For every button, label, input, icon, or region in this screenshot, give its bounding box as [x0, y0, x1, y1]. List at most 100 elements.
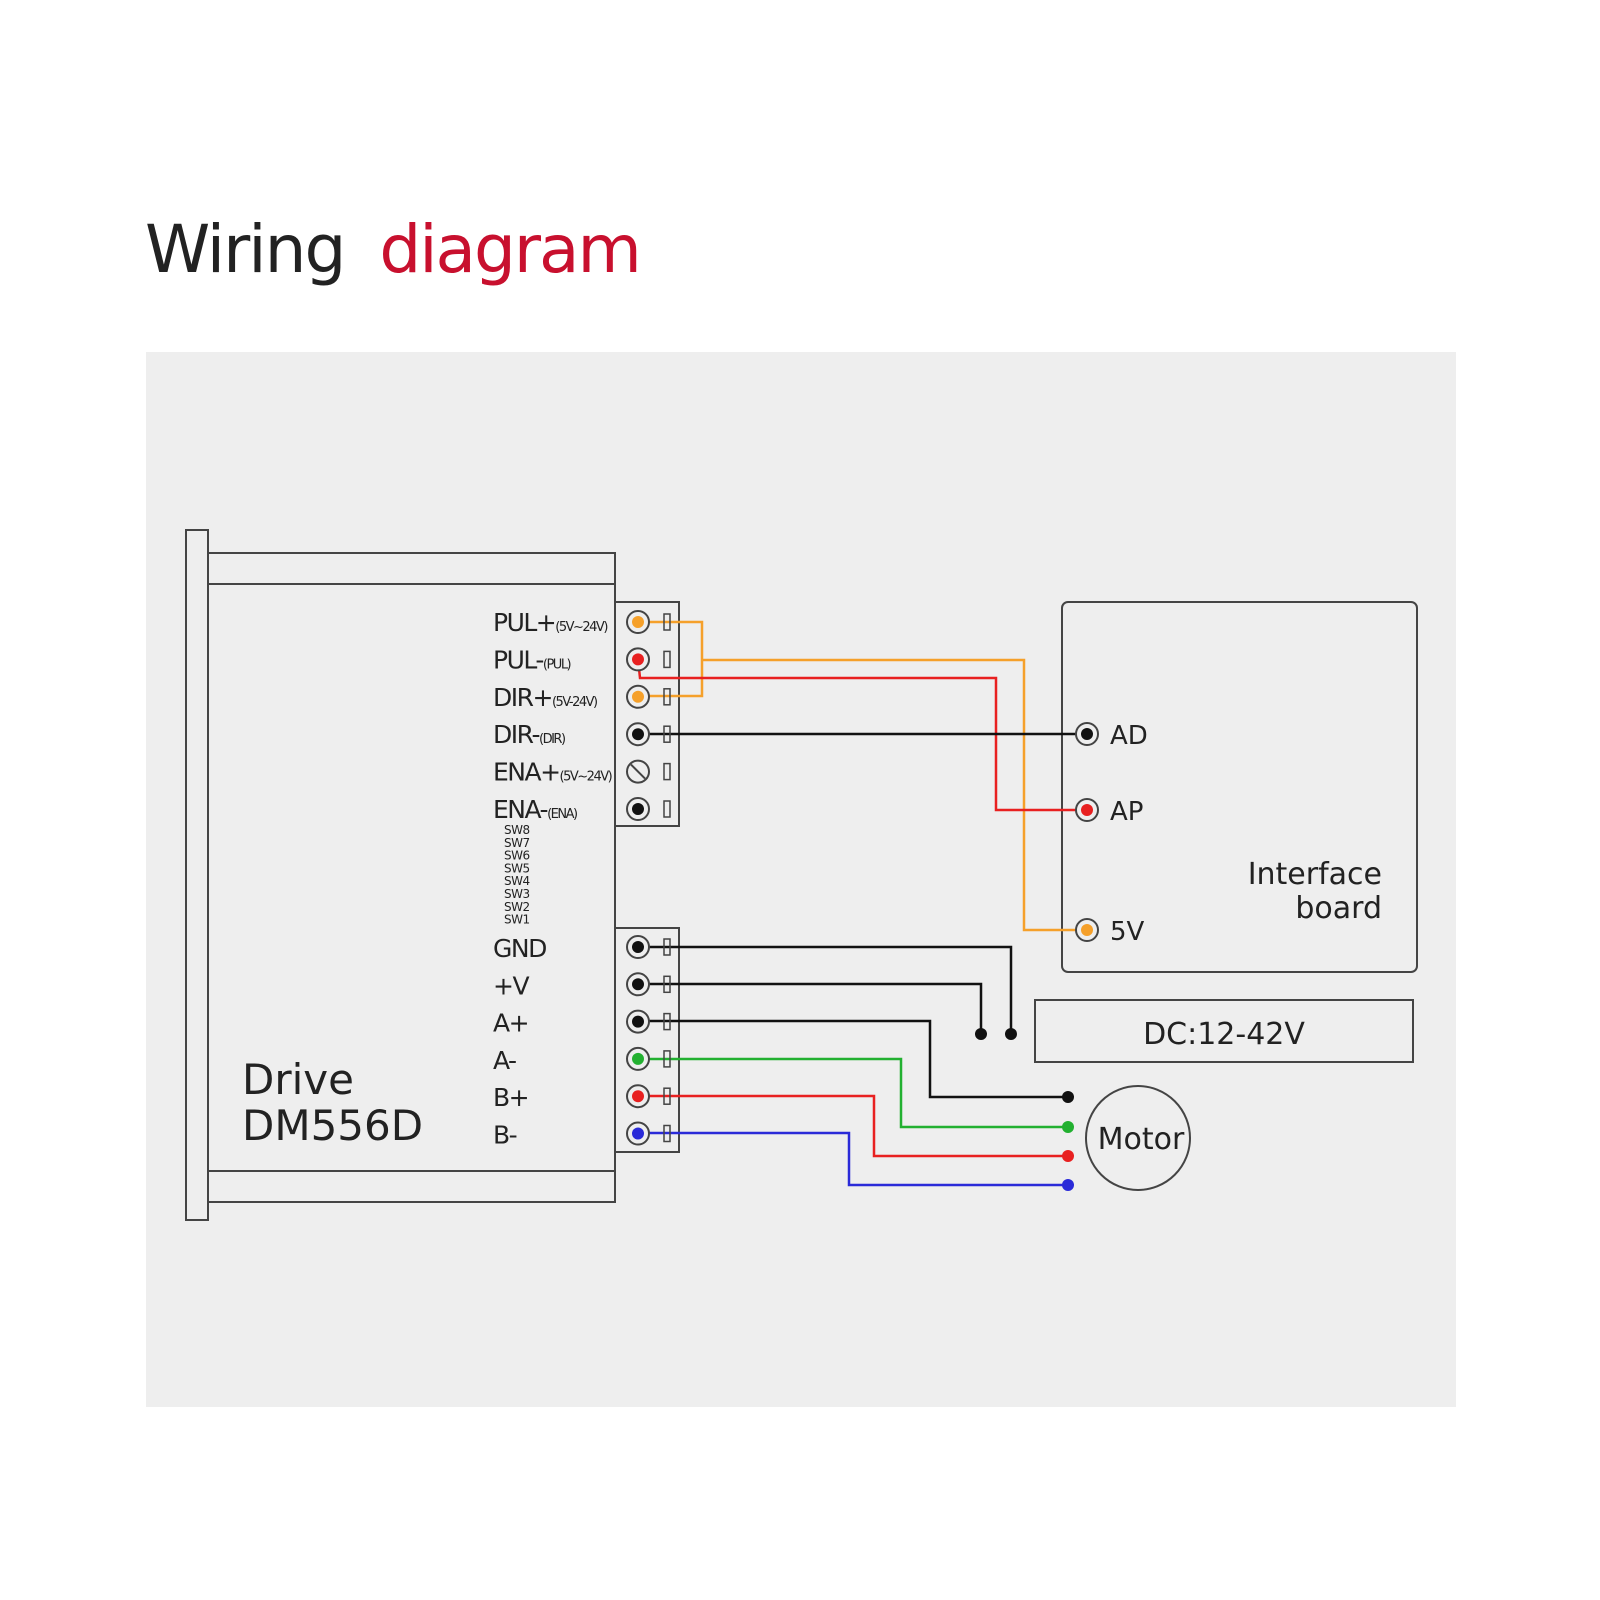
- power-terminal-latch-2: [663, 1012, 671, 1031]
- wire-gnd: [638, 945, 1013, 1034]
- dip-switch-label: SW4: [504, 874, 530, 888]
- power-terminal-latch-1: [663, 975, 671, 994]
- power-terminal-screw-1: [626, 972, 650, 997]
- power-terminal-screw-4: [626, 1084, 650, 1109]
- power-terminal-label: A-: [493, 1046, 516, 1075]
- wire-b-plus: [638, 1094, 1068, 1158]
- wire-end-dots: [975, 1028, 1074, 1191]
- wire-vplus: [638, 982, 983, 1034]
- signal-terminal-sub: (5V~24V): [555, 620, 607, 635]
- power-terminal-label: GND: [493, 934, 546, 963]
- signal-terminal-sub: (ENA): [547, 807, 577, 822]
- terminal-screw-pulplus-wire-dot: [632, 616, 644, 628]
- dot-motor-b-minus: [1062, 1179, 1074, 1191]
- signal-terminal-label: DIR+(5V-24V): [493, 683, 597, 712]
- title-word-wiring: Wiring: [145, 211, 344, 288]
- signal-terminal-label: ENA-(ENA): [493, 795, 577, 824]
- dip-switch-label: SW2: [504, 900, 530, 914]
- interface-board-label-line2: board: [1295, 891, 1382, 926]
- power-terminal-latch-3: [663, 1050, 671, 1068]
- signal-terminal-sub: (DIR): [539, 732, 565, 747]
- terminal-screw-pulminus-wire-dot: [632, 653, 644, 666]
- power-terminal-screw-4-wire-dot: [632, 1090, 644, 1103]
- power-terminal-screw-3-wire-dot: [632, 1052, 644, 1065]
- page-title: Wiring diagram: [145, 211, 640, 288]
- dip-switch-label: SW8: [504, 823, 530, 837]
- terminal-screw-dirminus: [626, 722, 650, 747]
- terminal-latch-5: [663, 800, 671, 818]
- power-terminal-screw-2-wire-dot: [632, 1015, 644, 1028]
- signal-terminal-label: ENA+(5V~24V): [493, 758, 612, 787]
- terminal-screw-dirminus-wire-dot: [632, 728, 644, 741]
- power-terminal-block: [614, 927, 680, 1153]
- dot-motor-a-plus: [1062, 1091, 1074, 1103]
- interface-ports: AD AP 5V: [1075, 721, 1148, 947]
- signal-terminal-sub: (5V-24V): [552, 695, 597, 710]
- dip-switch-label: SW6: [504, 849, 530, 863]
- drive-unit: [185, 529, 680, 1221]
- interface-port-ap: [1075, 798, 1099, 822]
- terminal-screw-pulminus: [626, 647, 650, 672]
- power-supply-label: DC:12-42V: [1143, 1017, 1305, 1052]
- power-terminal-label: B-: [493, 1121, 517, 1150]
- interface-board-label-line1: Interface: [1248, 857, 1382, 892]
- terminal-screw-dirplus-wire-dot: [632, 690, 644, 703]
- dip-switch-label: SW7: [504, 836, 530, 850]
- power-terminal-screw-3: [626, 1046, 650, 1071]
- terminal-latch-3: [663, 725, 671, 743]
- interface-port-label: 5V: [1110, 917, 1145, 947]
- dot-motor-a-minus: [1062, 1121, 1074, 1133]
- terminal-screw-dirplus: [626, 684, 650, 709]
- interface-port-label: AD: [1110, 721, 1148, 751]
- drive-body: [207, 583, 616, 1172]
- motor-label: Motor: [1098, 1122, 1185, 1157]
- wire-b-minus: [638, 1131, 1068, 1187]
- power-terminal-screw-0-wire-dot: [632, 941, 644, 953]
- dip-switch-label: SW3: [504, 887, 530, 901]
- power-terminal-label: B+: [493, 1083, 528, 1112]
- signal-terminal-sub: (5V~24V): [560, 770, 612, 785]
- power-terminal-screw-1-wire-dot: [632, 978, 644, 991]
- terminal-latch-2: [663, 688, 671, 706]
- interface-board: [1061, 601, 1418, 973]
- interface-port-label: AP: [1110, 797, 1143, 827]
- signal-terminal-name: PUL-: [493, 645, 543, 674]
- motor: [1085, 1085, 1191, 1191]
- interface-port-5v-wire-dot: [1081, 924, 1093, 936]
- interface-port-ad: [1075, 722, 1099, 746]
- signal-terminal-label: DIR-(DIR): [493, 720, 565, 749]
- terminal-screw-enaminus: [626, 797, 650, 821]
- title-word-diagram: diagram: [379, 211, 639, 288]
- wire-a-plus: [638, 1019, 1068, 1099]
- interface-port-ap-wire-dot: [1081, 804, 1093, 816]
- wire-pul-minus: [636, 658, 1087, 812]
- power-terminal-screw-0: [626, 935, 650, 959]
- dot-gnd: [1005, 1028, 1017, 1040]
- interface-port-ad-wire-dot: [1081, 728, 1093, 740]
- terminal-screw-enaplus-slot: [630, 763, 646, 780]
- drive-mount-plate: [185, 529, 209, 1221]
- power-terminal-screw-5: [626, 1121, 650, 1146]
- dot-vplus: [975, 1028, 987, 1040]
- signal-terminal-name: ENA-: [493, 795, 548, 824]
- signal-terminal-name: DIR-: [493, 720, 539, 749]
- signal-terminal-label: PUL+(5V~24V): [493, 608, 607, 637]
- drive-top-rail: [207, 552, 616, 585]
- power-terminal-latch-5: [663, 1124, 671, 1143]
- drive-model: DM556D: [242, 1101, 423, 1150]
- signal-terminal-block: [614, 601, 680, 827]
- signal-terminal-label: PUL-(PUL): [493, 645, 571, 674]
- wire-a-minus: [638, 1057, 1068, 1129]
- power-terminal-latch-4: [663, 1087, 671, 1105]
- terminal-screw-pulplus: [626, 610, 650, 634]
- interface-port-5v: [1075, 918, 1099, 942]
- signal-terminal-name: PUL+: [493, 608, 555, 637]
- signal-terminals: PUL+(5V~24V)PUL-(PUL)DIR+(5V-24V)DIR-(DI…: [493, 608, 671, 824]
- terminal-latch-1: [663, 650, 671, 669]
- terminal-latch-4: [663, 762, 671, 781]
- signal-terminal-sub: (PUL): [543, 657, 571, 672]
- terminal-screw-enaminus-wire-dot: [632, 803, 644, 815]
- wire-5v: [702, 658, 1087, 932]
- power-terminals: GND+VA+A-B+B-: [493, 934, 671, 1150]
